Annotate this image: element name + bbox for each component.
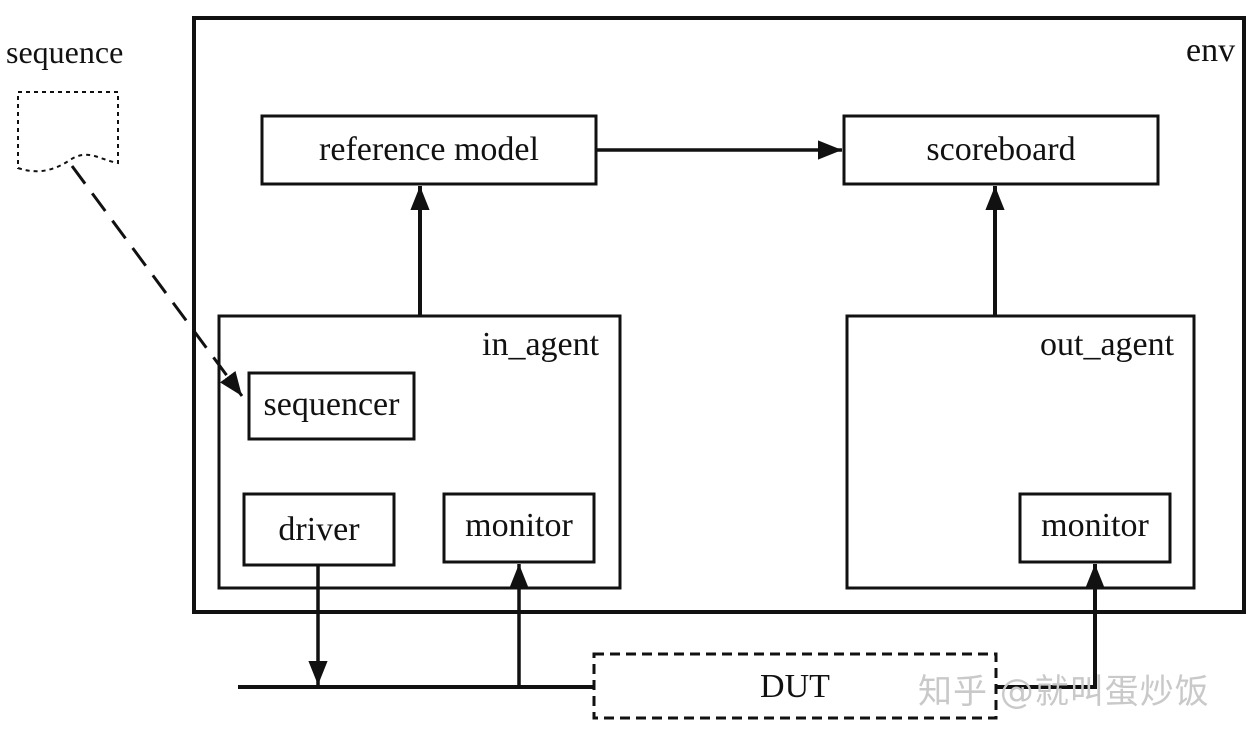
sequence-document-shape bbox=[17, 91, 119, 173]
reference-model-label: reference model bbox=[319, 131, 539, 168]
sequencer-label: sequencer bbox=[263, 386, 400, 423]
out-monitor-box bbox=[1018, 492, 1172, 564]
sequencer-box bbox=[247, 371, 416, 441]
out-monitor-label: monitor bbox=[1041, 507, 1149, 544]
in-monitor-box bbox=[442, 492, 596, 564]
in-agent-label: in_agent bbox=[482, 326, 600, 363]
scoreboard-box bbox=[842, 114, 1160, 186]
sequence-label: sequence bbox=[6, 34, 124, 70]
sequence-to-sequencer-arrow bbox=[70, 165, 244, 397]
scoreboard-label: scoreboard bbox=[926, 131, 1076, 168]
in-monitor-label: monitor bbox=[465, 507, 573, 544]
env-label: env bbox=[1186, 32, 1236, 69]
dut-label: DUT bbox=[760, 668, 830, 705]
out-agent-box bbox=[845, 314, 1196, 590]
env-box bbox=[192, 16, 1246, 614]
out-agent-label: out_agent bbox=[1040, 326, 1175, 363]
dut-to-out-monitor-arrow bbox=[996, 564, 1105, 689]
driver-label: driver bbox=[278, 511, 360, 548]
watermark-text: 知乎 @就叫蛋炒饭 bbox=[918, 672, 1210, 712]
